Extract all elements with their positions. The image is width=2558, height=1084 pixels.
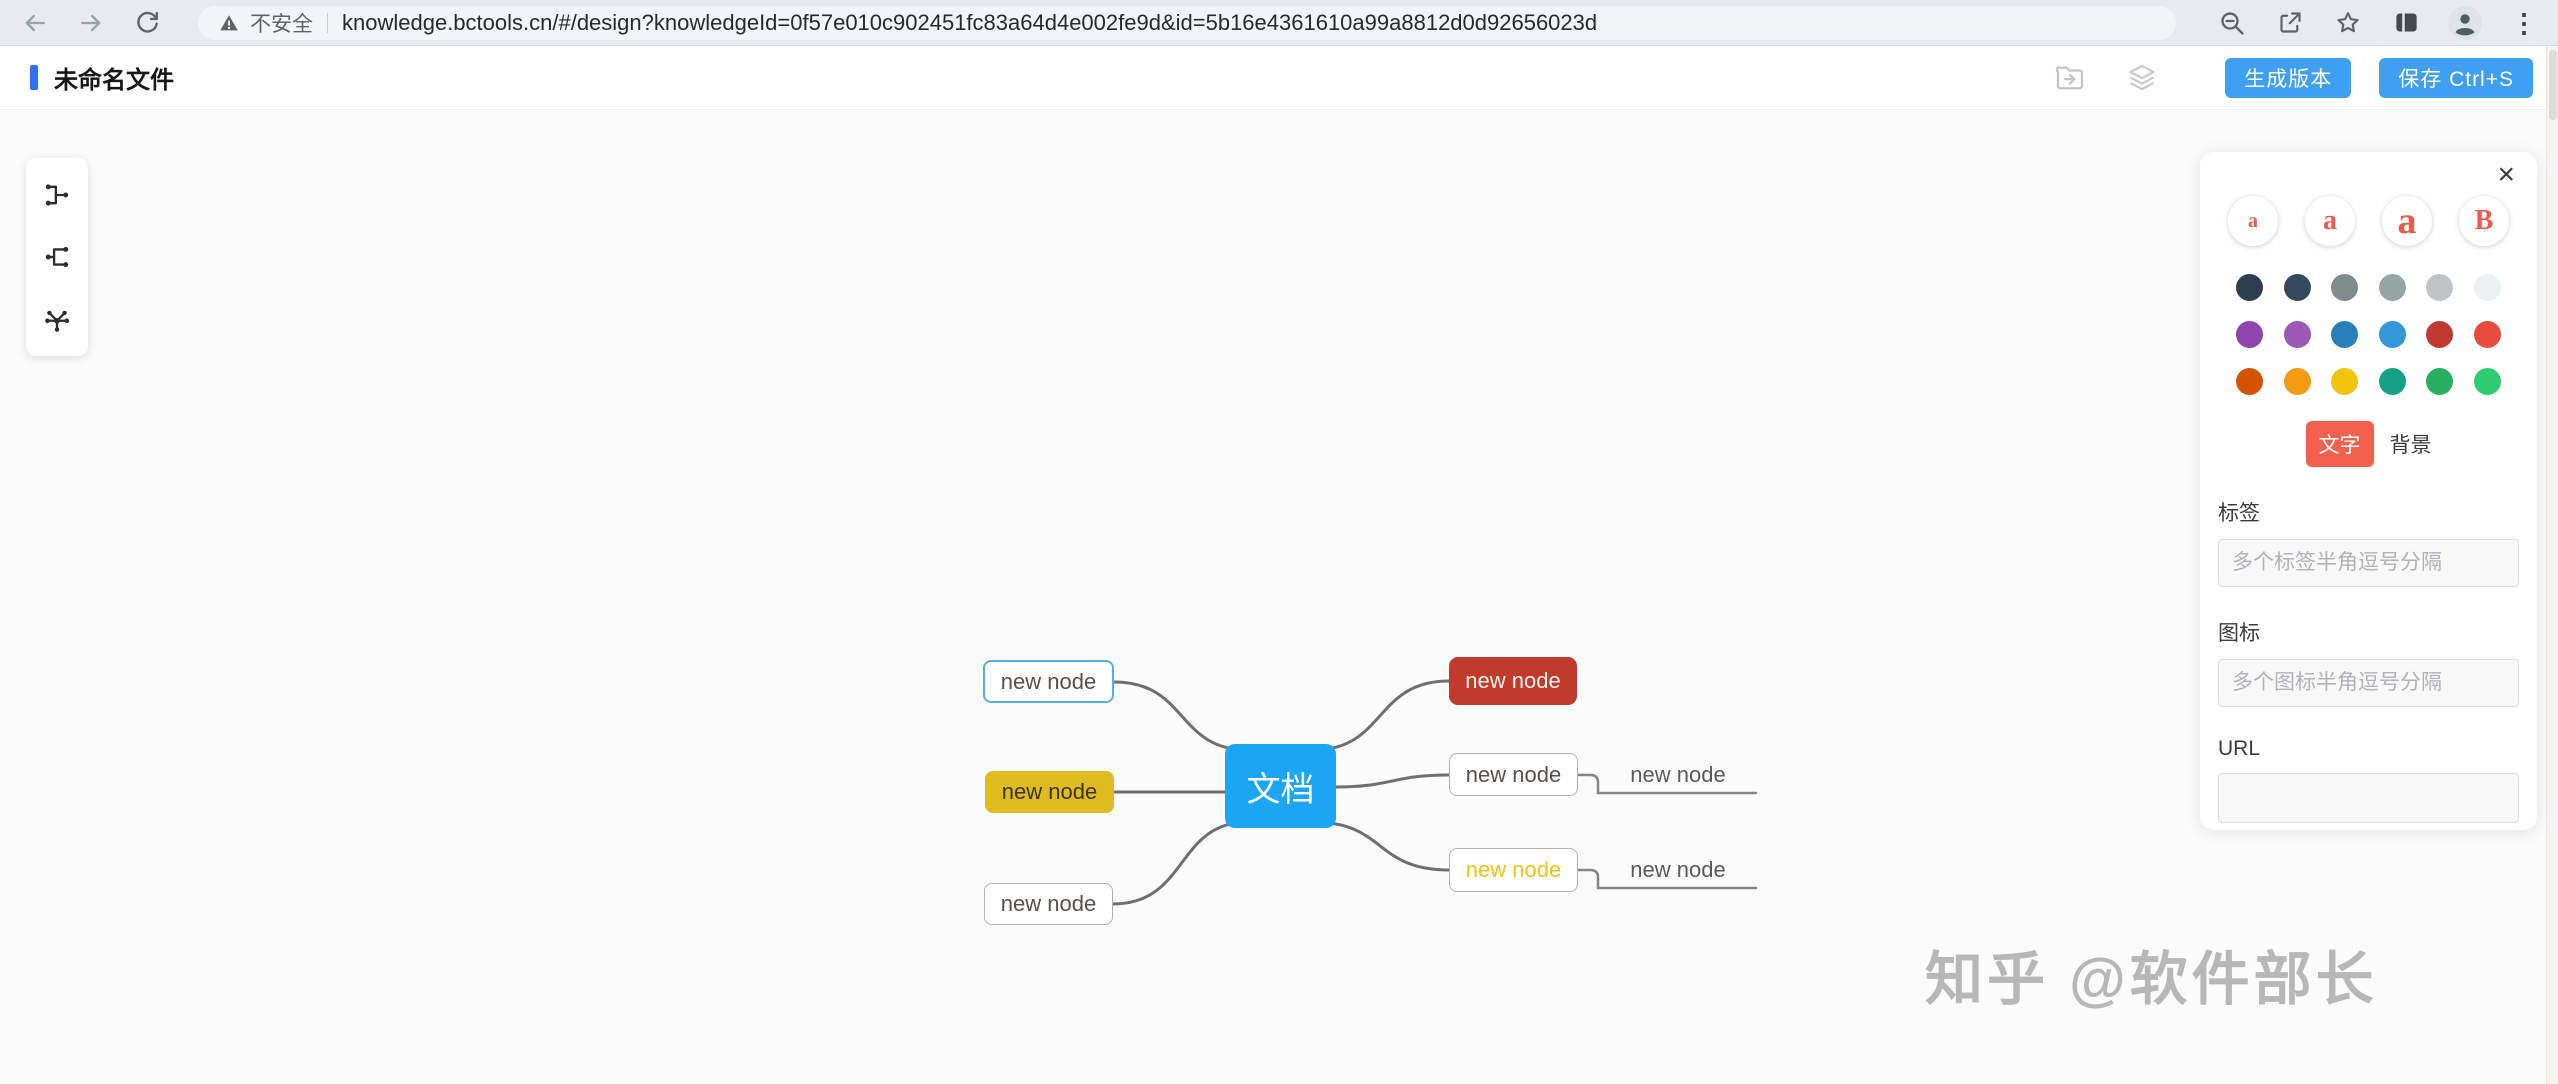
color-swatch[interactable]	[2473, 368, 2501, 395]
color-swatch[interactable]	[2473, 321, 2501, 348]
color-swatch[interactable]	[2378, 274, 2406, 301]
tab-background[interactable]: 背景	[2390, 429, 2432, 459]
layout-mindmap-radial-icon[interactable]	[40, 302, 74, 336]
back-icon[interactable]	[20, 8, 50, 38]
address-bar[interactable]: 不安全 knowledge.bctools.cn/#/design?knowle…	[198, 5, 2176, 40]
url-text[interactable]: knowledge.bctools.cn/#/design?knowledgeI…	[342, 9, 1598, 35]
font-size-medium-button[interactable]: a	[2305, 196, 2355, 246]
color-swatch[interactable]	[2283, 368, 2311, 395]
layout-toolbar	[26, 158, 88, 356]
forward-icon[interactable]	[76, 8, 106, 38]
font-size-row: a a a B	[2200, 196, 2537, 246]
versions-layers-icon[interactable]	[2125, 61, 2159, 95]
mindmap-node-left-1[interactable]: new node	[983, 660, 1114, 703]
font-bold-button[interactable]: B	[2459, 196, 2509, 246]
mindmap-root-node[interactable]: 文档	[1225, 744, 1336, 828]
generate-version-button[interactable]: 生成版本	[2225, 57, 2352, 98]
icon-label: 图标	[2218, 622, 2260, 645]
color-swatch[interactable]	[2426, 368, 2454, 395]
url-label: URL	[2218, 737, 2261, 760]
title-accent-bar	[30, 65, 38, 90]
tab-text[interactable]: 文字	[2305, 421, 2374, 467]
browser-toolbar: 不安全 knowledge.bctools.cn/#/design?knowle…	[0, 0, 2558, 46]
layout-tree-right-icon[interactable]	[40, 240, 74, 274]
color-swatch[interactable]	[2283, 321, 2311, 348]
mindmap-canvas[interactable]: 文档 new node new node new node new node n…	[0, 110, 2546, 1084]
color-swatch[interactable]	[2236, 321, 2264, 348]
connector-lines	[1111, 679, 1758, 906]
color-swatch[interactable]	[2473, 274, 2501, 301]
tag-label: 标签	[2218, 502, 2260, 525]
font-size-small-button[interactable]: a	[2228, 196, 2278, 246]
mindmap-node-right-1[interactable]: new node	[1449, 657, 1577, 705]
close-icon[interactable]: ×	[2497, 158, 2515, 191]
side-panel-icon[interactable]	[2390, 7, 2422, 39]
color-target-tabs: 文字 背景	[2200, 421, 2537, 467]
scrollbar-thumb[interactable]	[2549, 50, 2557, 120]
watermark: 知乎 @软件部长	[1925, 947, 2378, 1012]
save-button[interactable]: 保存 Ctrl+S	[2379, 57, 2533, 98]
color-swatch[interactable]	[2331, 321, 2359, 348]
tag-input[interactable]	[2218, 539, 2519, 587]
color-swatch[interactable]	[2283, 274, 2311, 301]
font-size-large-button[interactable]: a	[2382, 196, 2432, 246]
layout-tree-left-icon[interactable]	[40, 178, 74, 212]
browser-menu-icon[interactable]: ⋮	[2511, 7, 2537, 38]
app-toolbar: 未命名文件 生成版本 保存 Ctrl+S	[0, 46, 2558, 110]
color-swatch[interactable]	[2236, 274, 2264, 301]
mindmap-node-left-3[interactable]: new node	[984, 883, 1113, 925]
mindmap-child-node-2[interactable]: new node	[1630, 857, 1726, 882]
document-title[interactable]: 未命名文件	[54, 67, 174, 94]
color-swatch[interactable]	[2378, 368, 2406, 395]
color-swatch[interactable]	[2426, 321, 2454, 348]
color-palette	[2200, 274, 2537, 395]
panel-fields: 标签 图标 URL	[2200, 497, 2537, 823]
color-swatch[interactable]	[2236, 368, 2264, 395]
profile-avatar[interactable]	[2448, 5, 2482, 40]
node-style-panel: × a a a B 文字	[2200, 152, 2537, 830]
page-scrollbar[interactable]	[2546, 46, 2558, 1084]
color-swatch[interactable]	[2331, 368, 2359, 395]
mindmap-node-right-2[interactable]: new node	[1449, 753, 1578, 796]
bookmark-star-icon[interactable]	[2332, 7, 2364, 39]
mindmap-child-node-1[interactable]: new node	[1630, 762, 1726, 787]
refresh-icon[interactable]	[132, 8, 162, 38]
export-icon[interactable]	[2053, 61, 2087, 95]
share-icon[interactable]	[2274, 7, 2306, 39]
omnibox-divider	[327, 12, 328, 33]
url-input[interactable]	[2218, 773, 2519, 823]
color-swatch[interactable]	[2331, 274, 2359, 301]
icon-input[interactable]	[2218, 659, 2519, 707]
mindmap-node-left-2[interactable]: new node	[985, 771, 1114, 813]
color-swatch[interactable]	[2426, 274, 2454, 301]
zoom-out-icon[interactable]	[2216, 7, 2248, 39]
not-secure-warning-icon	[218, 12, 240, 34]
security-label[interactable]: 不安全	[250, 12, 313, 36]
color-swatch[interactable]	[2378, 321, 2406, 348]
mindmap-node-right-3[interactable]: new node	[1449, 848, 1578, 892]
